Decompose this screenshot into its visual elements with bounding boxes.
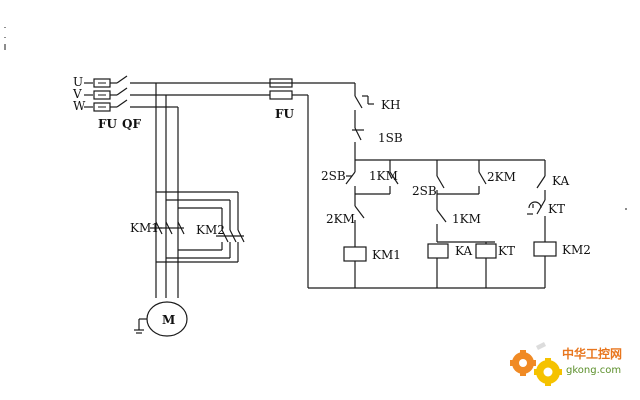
kt-contact-label: KT [548,202,565,216]
branch-ka-kt [527,160,557,288]
1km-label-a: 1KM [369,169,398,183]
branch-km1 [343,160,399,288]
control-fuse-label: FU [275,107,295,121]
km2-coil-label: KM2 [562,243,591,257]
main-km2-label: KM2 [196,223,225,237]
gear-icon [510,342,562,386]
1sb-label: 1SB [378,131,403,145]
motor-feed-lines [155,83,179,298]
km1-coil-label: KM1 [372,248,401,262]
phase-u-label: U [73,75,83,89]
thermal-relay-contact [354,95,374,128]
kt-coil-label: KT [498,244,515,258]
kh-label: KH [381,98,400,112]
main-fuses [93,78,111,112]
main-km1-label: KM1 [130,221,159,235]
motor [134,301,188,337]
ka-contact-label: KA [552,174,569,188]
main-fuse-label: FU [98,117,118,131]
1km-label-b: 1KM [452,212,481,226]
2sb-label-b: 2SB [412,184,437,198]
phase-w-label: W [73,99,86,113]
watermark-logo: 中华工控网 gkong.com [510,342,622,386]
breaker-label: QF [122,117,141,131]
2sb-label-a: 2SB [321,169,346,183]
ka-coil-label: KA [455,244,472,258]
power-circuit: U V W FU QF [72,75,355,337]
stop-button-1sb [352,127,364,160]
branch-km2 [427,160,497,288]
motor-label: M [162,313,175,327]
phase-v-label: V [72,87,82,101]
control-fuses [269,78,293,100]
control-circuit: FU KH 1SB [269,78,627,289]
watermark-site-name: 中华工控网 [562,346,622,361]
2km-label-a: 2KM [326,212,355,226]
breaker-qf [110,75,355,108]
watermark-url: gkong.com [566,365,621,376]
2km-label-b: 2KM [487,170,516,184]
main-contactors [150,191,245,263]
